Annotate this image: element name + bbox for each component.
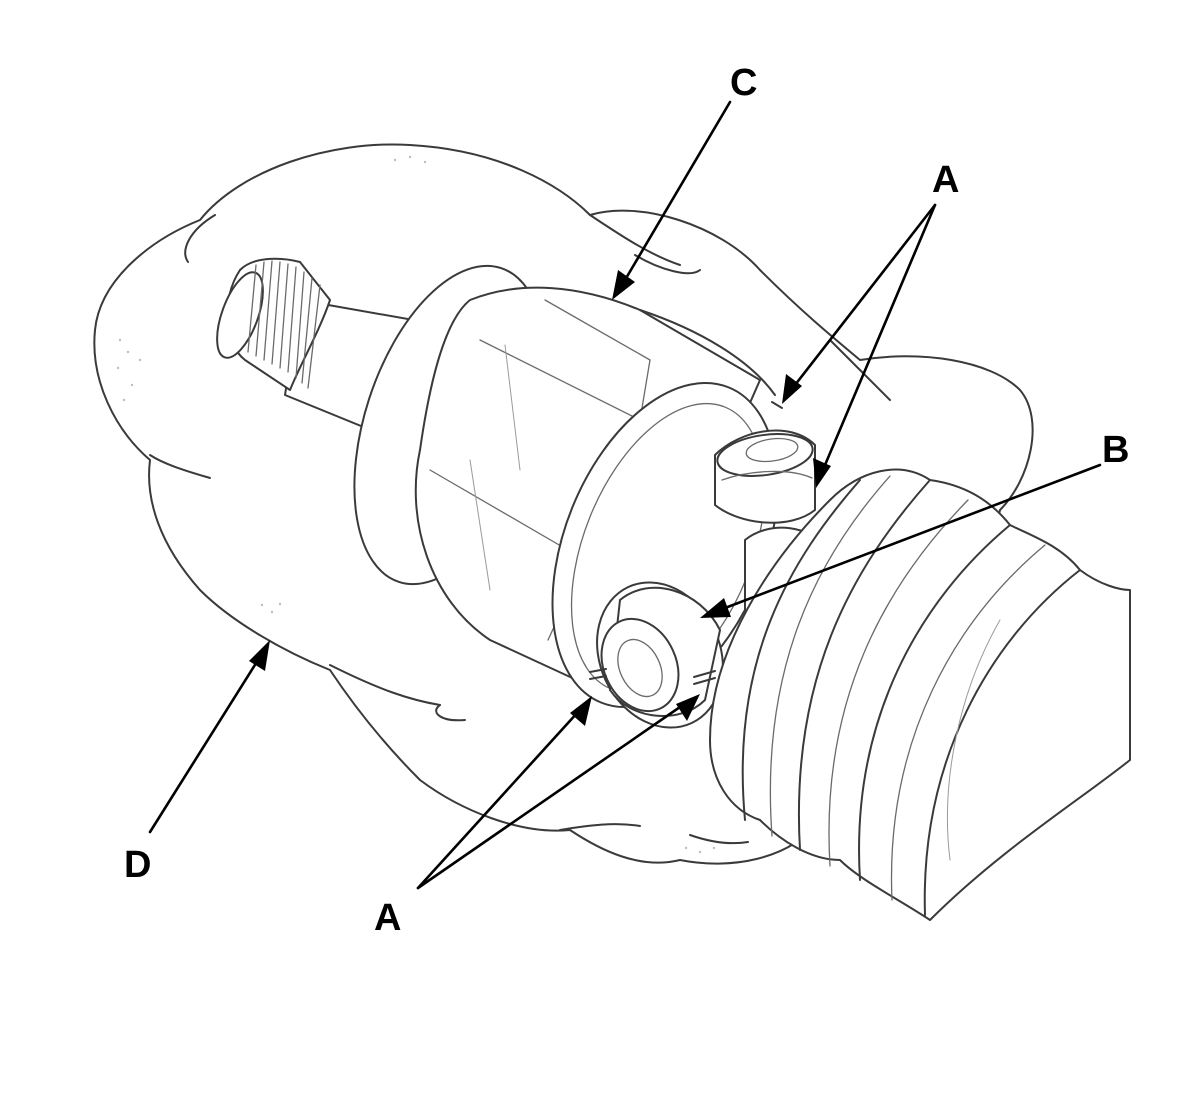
arrowhead-a-bottom-1 (570, 696, 592, 726)
callout-a-top: A (932, 159, 959, 201)
leader-a-bottom-2 (416, 705, 682, 890)
arrowhead-a-top-1 (782, 374, 802, 404)
leader-d (148, 658, 260, 834)
arrowhead-a-top-2 (813, 458, 831, 488)
arrowhead-d (249, 640, 270, 671)
callout-c: C (730, 62, 757, 104)
leader-a-top-1 (793, 203, 937, 387)
callout-a-bottom: A (374, 897, 401, 939)
arrowhead-a-bottom-2 (676, 694, 700, 721)
leader-c (623, 100, 732, 282)
callout-b: B (1102, 429, 1129, 471)
leader-a-bottom-1 (416, 710, 580, 890)
arrowhead-c (612, 270, 635, 300)
arrowhead-b (700, 598, 731, 618)
leader-a-top-2 (823, 203, 937, 467)
joint-boot (709, 468, 1131, 921)
callout-d: D (124, 844, 151, 886)
leader-lines (148, 100, 1102, 890)
leader-b (723, 463, 1102, 610)
callout-labels: C A B D A (124, 62, 1129, 939)
joint-housing (353, 264, 779, 709)
